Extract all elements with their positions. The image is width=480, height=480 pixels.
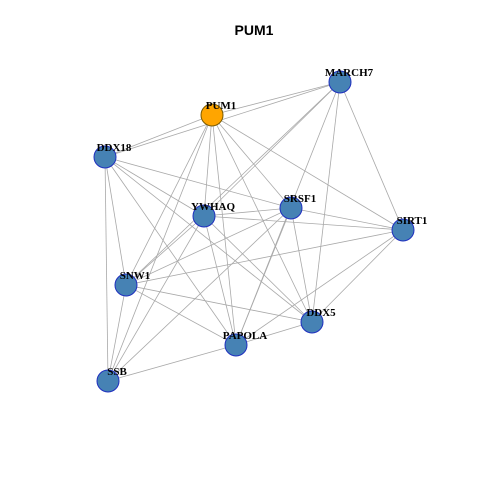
node-circle-ddx18[interactable]: [93, 145, 117, 169]
edge-pum1-march7: [211, 81, 341, 116]
node-snw1[interactable]: SNW1: [114, 270, 151, 297]
edge-srsf1-sirt1: [290, 207, 404, 231]
node-label-papola: PAPOLA: [223, 330, 267, 342]
edge-ywhaq-ssb: [107, 215, 205, 382]
edge-pum1-ddx18: [104, 114, 213, 158]
edge-papola-ssb: [107, 344, 237, 382]
edge-ddx18-ddx5: [104, 156, 313, 323]
edge-srsf1-snw1: [125, 207, 292, 286]
edge-pum1-srsf1: [211, 114, 292, 209]
edge-march7-ddx5: [311, 81, 341, 323]
edge-sirt1-ddx5: [311, 229, 404, 323]
node-label-ddx5: DDX5: [306, 307, 336, 319]
edge-srsf1-ssb: [107, 207, 292, 382]
edge-pum1-snw1: [125, 114, 213, 286]
edge-pum1-ssb: [107, 114, 213, 382]
node-circle-sirt1[interactable]: [391, 218, 415, 242]
edge-ddx18-snw1: [104, 156, 127, 286]
node-sirt1[interactable]: SIRT1: [391, 215, 428, 242]
node-label-snw1: SNW1: [120, 270, 151, 282]
node-ywhaq[interactable]: YWHAQ: [191, 201, 235, 228]
node-label-ywhaq: YWHAQ: [191, 201, 235, 213]
node-circle-papola[interactable]: [224, 333, 248, 357]
edge-ddx18-ywhaq: [104, 156, 205, 217]
node-ssb[interactable]: SSB: [96, 366, 127, 393]
graph-title: PUM1: [235, 22, 274, 38]
edge-sirt1-snw1: [125, 229, 404, 286]
node-srsf1[interactable]: SRSF1: [279, 193, 316, 220]
node-papola[interactable]: PAPOLA: [223, 330, 267, 357]
edge-march7-ywhaq: [203, 81, 341, 217]
edge-snw1-papola: [125, 284, 237, 346]
edge-pum1-ywhaq: [203, 114, 213, 217]
edge-march7-sirt1: [339, 81, 404, 231]
edge-ywhaq-sirt1: [203, 215, 404, 231]
node-label-sirt1: SIRT1: [397, 215, 428, 227]
node-ddx5[interactable]: DDX5: [300, 307, 336, 334]
edge-ddx5-papola: [235, 321, 313, 346]
node-circle-ywhaq[interactable]: [192, 204, 216, 228]
node-circle-srsf1[interactable]: [279, 196, 303, 220]
node-circle-ssb[interactable]: [96, 369, 120, 393]
node-label-ssb: SSB: [107, 366, 127, 378]
node-circle-pum1[interactable]: [200, 103, 224, 127]
edge-ddx18-srsf1: [104, 156, 292, 209]
edge-march7-snw1: [125, 81, 341, 286]
edge-ywhaq-snw1: [125, 215, 205, 286]
edge-pum1-papola: [211, 114, 237, 346]
edge-srsf1-ddx5: [290, 207, 313, 323]
edge-ddx18-ssb: [104, 156, 109, 382]
edge-ywhaq-ddx5: [203, 215, 313, 323]
node-march7[interactable]: MARCH7: [325, 67, 374, 94]
edge-snw1-ddx5: [125, 284, 313, 323]
node-label-ddx18: DDX18: [97, 142, 132, 154]
edge-snw1-ssb: [107, 284, 127, 382]
edge-pum1-sirt1: [211, 114, 404, 231]
node-ddx18[interactable]: DDX18: [93, 142, 132, 169]
node-label-march7: MARCH7: [325, 67, 374, 79]
node-label-pum1: PUM1: [206, 100, 237, 112]
node-circle-ddx5[interactable]: [300, 310, 324, 334]
edge-ddx18-papola: [104, 156, 237, 346]
node-circle-march7[interactable]: [328, 70, 352, 94]
node-label-srsf1: SRSF1: [284, 193, 316, 205]
edge-ywhaq-srsf1: [203, 207, 292, 217]
edge-srsf1-papola: [235, 207, 292, 346]
node-circle-snw1[interactable]: [114, 273, 138, 297]
edge-pum1-ddx5: [211, 114, 313, 323]
node-pum1[interactable]: PUM1: [200, 100, 237, 127]
edge-ywhaq-papola: [203, 215, 237, 346]
edge-sirt1-papola: [235, 229, 404, 346]
